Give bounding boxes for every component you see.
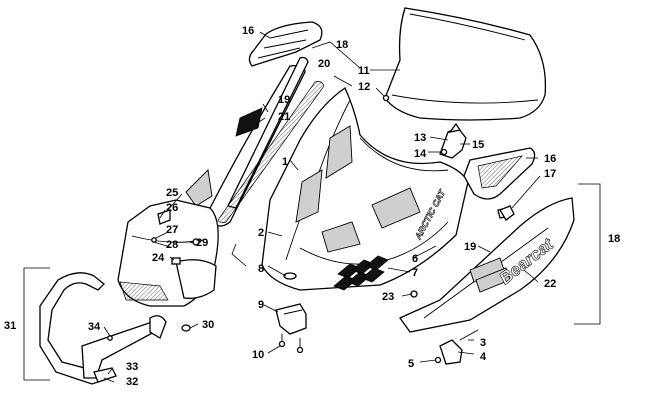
callout-10: 10 xyxy=(252,349,264,361)
callout-2: 2 xyxy=(258,227,264,239)
callout-32: 32 xyxy=(126,376,138,388)
callout-19-top: 19 xyxy=(278,94,290,106)
callout-12: 12 xyxy=(358,81,370,93)
callout-33: 33 xyxy=(126,361,138,373)
callout-9: 9 xyxy=(258,299,264,311)
callout-11: 11 xyxy=(358,65,370,77)
leader-lines xyxy=(103,31,541,383)
callout-31: 31 xyxy=(4,320,16,332)
hinge-bracket xyxy=(275,303,307,354)
callout-14: 14 xyxy=(414,148,427,160)
callout-17: 17 xyxy=(544,168,556,180)
callout-7: 7 xyxy=(412,267,418,279)
callout-22: 22 xyxy=(544,278,556,290)
callout-18-top: 18 xyxy=(336,39,348,51)
callout-5: 5 xyxy=(408,358,414,370)
callout-28: 28 xyxy=(166,239,178,251)
callout-13: 13 xyxy=(414,132,426,144)
windshield xyxy=(384,7,547,121)
hood: ARCTIC CAT xyxy=(261,87,469,291)
group-brackets xyxy=(23,41,601,381)
callout-30: 30 xyxy=(202,319,214,331)
windshield-bracket xyxy=(439,122,467,159)
callout-20: 20 xyxy=(318,58,330,70)
right-vent xyxy=(463,147,536,200)
push-rivet xyxy=(499,205,515,221)
latch-bracket xyxy=(434,329,479,365)
callout-4: 4 xyxy=(480,351,487,363)
callout-6: 6 xyxy=(412,253,418,265)
callout-labels: 1 2 3 4 5 6 7 8 9 10 11 12 13 14 15 16 1… xyxy=(4,25,620,388)
windshield-screw xyxy=(382,94,390,102)
callout-25: 25 xyxy=(166,187,178,199)
callout-8: 8 xyxy=(258,263,264,275)
callout-3: 3 xyxy=(480,337,486,349)
callout-21: 21 xyxy=(278,111,290,123)
callout-29: 29 xyxy=(196,237,208,249)
callout-27: 27 xyxy=(166,224,178,236)
bumper-washer xyxy=(181,324,191,332)
callout-34: 34 xyxy=(88,321,101,333)
callout-16-top: 16 xyxy=(242,25,254,37)
callout-18-right: 18 xyxy=(608,233,620,245)
callout-24: 24 xyxy=(152,252,165,264)
callout-26: 26 xyxy=(166,202,178,214)
callout-19-right: 19 xyxy=(464,241,476,253)
nose-cone xyxy=(117,199,219,307)
callout-15: 15 xyxy=(472,139,484,151)
callout-16-right: 16 xyxy=(544,153,556,165)
callout-23: 23 xyxy=(382,291,394,303)
upper-vent xyxy=(248,21,323,67)
callout-1: 1 xyxy=(282,156,288,168)
